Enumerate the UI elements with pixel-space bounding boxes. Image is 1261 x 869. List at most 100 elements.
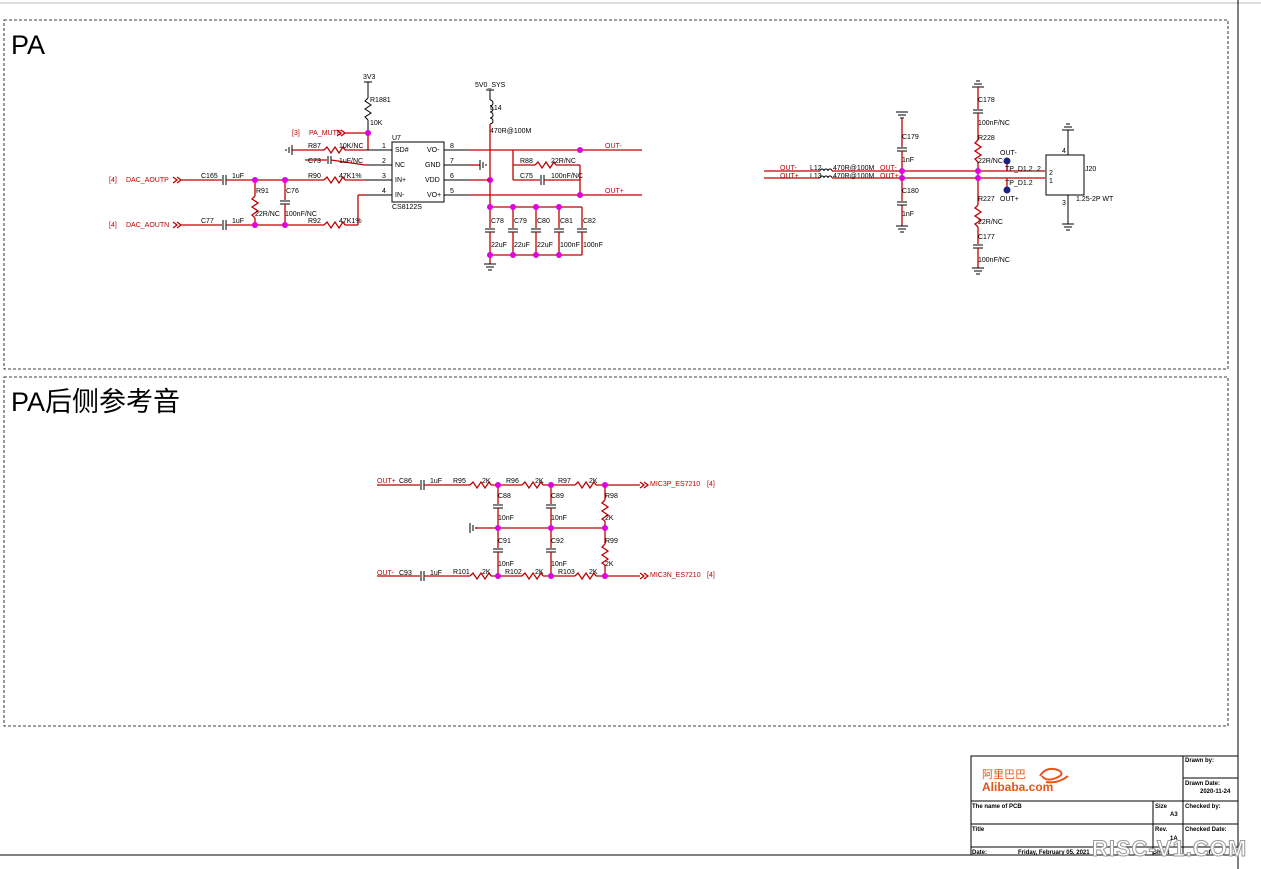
out-net-plus: OUT+ bbox=[880, 173, 899, 180]
j20-pin3: 3 bbox=[1062, 200, 1066, 207]
r101-value: 2K bbox=[482, 569, 491, 576]
checked-by-label: Checked by: bbox=[1185, 804, 1221, 810]
r91-ref: R91 bbox=[256, 188, 269, 195]
r92-ref: R92 bbox=[308, 218, 321, 225]
dacp-net: DAC_AOUTP bbox=[126, 177, 169, 184]
c79-value: 22uF bbox=[514, 242, 530, 249]
r95-value: 2K bbox=[482, 478, 491, 485]
tp-d12-b: TP_D1.2 bbox=[1005, 180, 1033, 187]
l14-ref: L14 bbox=[490, 105, 502, 112]
u7-pin-2-name: NC bbox=[395, 162, 405, 169]
mic3n-ref: [4] bbox=[707, 572, 715, 579]
c80-ref: C80 bbox=[537, 218, 550, 225]
c92-ref: C92 bbox=[551, 538, 564, 545]
c177-value: 100nF/NC bbox=[978, 257, 1010, 264]
output-circuit: OUT- OUT+ L12 L13 470R@100M 470R@100M OU… bbox=[764, 80, 1114, 275]
c88-ref: C88 bbox=[498, 493, 511, 500]
r101-ref: R101 bbox=[453, 569, 470, 576]
r1881-value: 10K bbox=[370, 120, 383, 127]
test-point-icon bbox=[1003, 157, 1011, 165]
r99-value: 2K bbox=[605, 561, 614, 568]
bypass-cap: C82 100nF bbox=[577, 207, 603, 255]
pcb-name-label: The name of PCB bbox=[972, 804, 1022, 810]
c82-value: 100nF bbox=[583, 242, 603, 249]
c75-ref: C75 bbox=[520, 173, 533, 180]
bypass-cap: C79 22uF bbox=[508, 204, 530, 258]
r96-value: 2K bbox=[535, 478, 544, 485]
l13-ref: L13 bbox=[810, 173, 822, 180]
u7-pin-3-name: IN+ bbox=[395, 177, 406, 184]
c91-value: 10nF bbox=[498, 561, 514, 568]
test-point-icon bbox=[1003, 186, 1011, 194]
amp-out-minus: OUT- bbox=[605, 143, 622, 150]
tp-d12-a: TP_D1.2 bbox=[1005, 166, 1033, 173]
pa-section-title: PA bbox=[11, 30, 45, 60]
j20-pin2: 2 bbox=[1049, 170, 1053, 177]
r102-value: 2K bbox=[535, 569, 544, 576]
u7-pin-8-name: VO- bbox=[427, 147, 440, 154]
logo-cn-text: 阿里巴巴 bbox=[982, 768, 1026, 781]
l13-value: 470R@100M bbox=[833, 173, 875, 180]
r88-value: 22R/NC bbox=[551, 158, 576, 165]
j20-connector bbox=[1045, 154, 1085, 196]
u7-pin-2-num: 2 bbox=[382, 158, 386, 165]
ref-section-frame bbox=[3, 376, 1229, 727]
c81-ref: C81 bbox=[560, 218, 573, 225]
watermark-text: RISC-V1.COM bbox=[1092, 836, 1247, 861]
c165-ref: C165 bbox=[201, 173, 218, 180]
l12-value: 470R@100M bbox=[833, 165, 875, 172]
dacp-ref: [4] bbox=[109, 177, 117, 184]
c179-ref: C179 bbox=[902, 134, 919, 141]
j20-ref: J20 bbox=[1085, 166, 1096, 173]
r102-ref: R102 bbox=[505, 569, 522, 576]
j20-pin1: 1 bbox=[1049, 178, 1053, 185]
j20-part: 1.25-2P WT bbox=[1076, 196, 1114, 203]
out-net-minus: OUT- bbox=[880, 165, 897, 172]
r95-ref: R95 bbox=[453, 478, 466, 485]
logo-en-text: Alibaba.com bbox=[982, 780, 1053, 794]
r103-value: 2K bbox=[589, 569, 598, 576]
c82-ref: C82 bbox=[583, 218, 596, 225]
r87-ref: R87 bbox=[308, 143, 321, 150]
l14-value: 470R@100M bbox=[490, 128, 532, 135]
mic3p-net: MIC3P_ES7210 bbox=[650, 481, 700, 488]
r97-ref: R97 bbox=[558, 478, 571, 485]
r103-ref: R103 bbox=[558, 569, 575, 576]
c180-ref: C180 bbox=[902, 188, 919, 195]
out-in-plus: OUT+ bbox=[780, 173, 799, 180]
dacn-ref: [4] bbox=[109, 222, 117, 229]
bypass-cap: C80 22uF bbox=[531, 204, 553, 258]
r97-value: 2K bbox=[589, 478, 598, 485]
u7-pin-7-name: GND bbox=[425, 162, 441, 169]
rev-value: 1A bbox=[1170, 836, 1178, 842]
bypass-cap: C81 100nF bbox=[554, 204, 580, 258]
c177-ref: C177 bbox=[978, 234, 995, 241]
c89-value: 10nF bbox=[551, 515, 567, 522]
pa-section-frame bbox=[3, 19, 1229, 370]
c79-ref: C79 bbox=[514, 218, 527, 225]
j20-pin4: 4 bbox=[1062, 148, 1066, 155]
u7-pin-6-num: 6 bbox=[450, 173, 454, 180]
c178-ref: C178 bbox=[978, 97, 995, 104]
r91-value: 22R/NC bbox=[255, 211, 280, 218]
pa-mute-ref: [3] bbox=[292, 130, 300, 137]
u7-pin-8-num: 8 bbox=[450, 143, 454, 150]
u7-left-pins: 1 2 3 4 SD# NC IN+ IN- bbox=[365, 143, 409, 199]
power-5v-label: 5V0_SYS bbox=[475, 82, 506, 89]
c89-ref: C89 bbox=[551, 493, 564, 500]
c77-value: 1uF bbox=[232, 218, 244, 225]
u7-pin-1-num: 1 bbox=[382, 143, 386, 150]
c88-value: 10nF bbox=[498, 515, 514, 522]
size-value: A3 bbox=[1170, 812, 1178, 818]
mic3n-net: MIC3N_ES7210 bbox=[650, 572, 701, 579]
ref-outp-net: OUT+ bbox=[377, 478, 396, 485]
of-label: of bbox=[1205, 850, 1212, 856]
out-in-minus: OUT- bbox=[780, 165, 797, 172]
r228-ref: R228 bbox=[978, 135, 995, 142]
c80-value: 22uF bbox=[537, 242, 553, 249]
ref-section-title: PA后侧参考音 bbox=[11, 387, 180, 417]
u7-pin-1-name: SD# bbox=[395, 147, 409, 154]
bypass-cap: C78 22uF bbox=[485, 204, 507, 258]
c180-value: 1nF bbox=[902, 211, 914, 218]
c86-ref: C86 bbox=[399, 478, 412, 485]
